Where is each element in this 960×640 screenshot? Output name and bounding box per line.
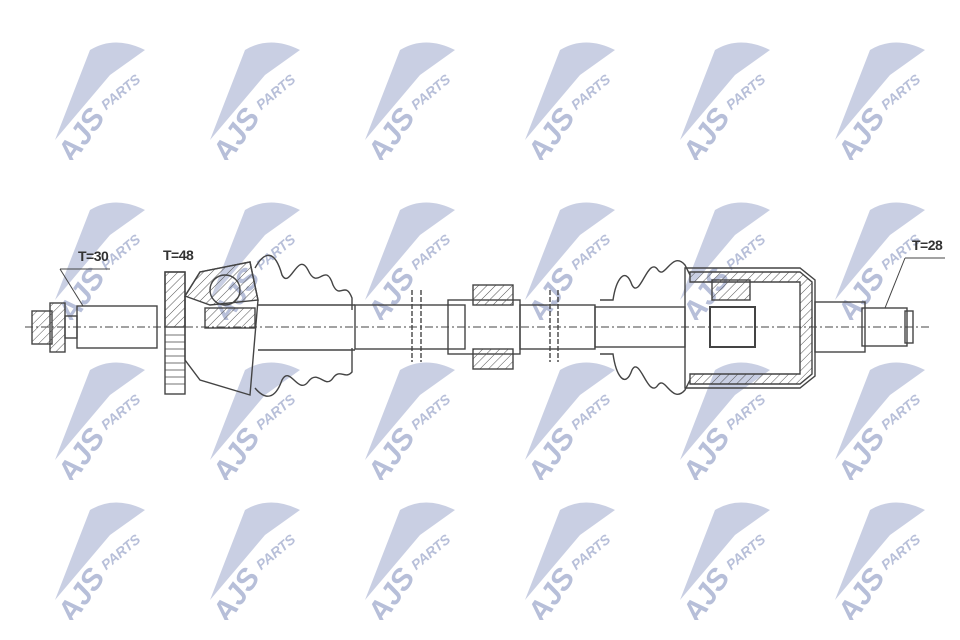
outer-boot-top (254, 254, 353, 310)
inner-boot-top (600, 260, 691, 301)
right-spline (861, 307, 908, 347)
shaft-left-section (354, 304, 466, 350)
tripod-housing (684, 267, 816, 389)
ajs-parts-watermark: AJS PARTS (35, 350, 165, 490)
ajs-parts-watermark: AJS PARTS (660, 490, 790, 630)
ajs-parts-watermark: AJS PARTS (815, 490, 945, 630)
ajs-parts-watermark: AJS PARTS (345, 30, 475, 170)
left-nut (31, 302, 78, 353)
label-abs-ring: T=48 (163, 247, 194, 263)
left-spline (76, 305, 158, 349)
ajs-parts-watermark: AJS PARTS (815, 350, 945, 490)
label-left-spline: T=30 (78, 248, 109, 264)
ajs-parts-watermark: AJS PARTS (815, 30, 945, 170)
ajs-parts-watermark: AJS PARTS (505, 490, 635, 630)
ajs-parts-watermark: AJS PARTS (815, 190, 945, 330)
ajs-parts-watermark: AJS PARTS (505, 190, 635, 330)
ajs-parts-watermark: AJS PARTS (660, 30, 790, 170)
ajs-parts-watermark: AJS PARTS (505, 350, 635, 490)
ajs-parts-watermark: AJS PARTS (345, 350, 475, 490)
label-right-spline: T=28 (912, 237, 943, 253)
ajs-parts-watermark: AJS PARTS (190, 490, 320, 630)
ajs-parts-watermark: AJS PARTS (190, 30, 320, 170)
ajs-parts-watermark: AJS PARTS (505, 30, 635, 170)
ajs-parts-watermark: AJS PARTS (35, 490, 165, 630)
ajs-parts-watermark: AJS PARTS (660, 350, 790, 490)
ajs-parts-watermark: AJS PARTS (35, 190, 165, 330)
ajs-parts-watermark: AJS PARTS (345, 490, 475, 630)
ajs-parts-watermark: AJS PARTS (190, 350, 320, 490)
ajs-parts-watermark: AJS PARTS (35, 30, 165, 170)
